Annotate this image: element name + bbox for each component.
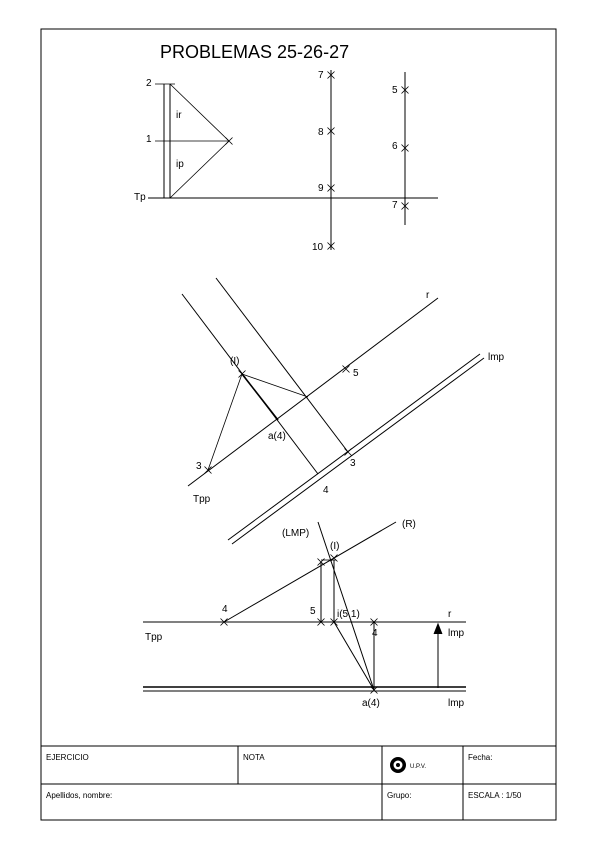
tb-apellidos: Apellidos, nombre: — [46, 791, 112, 800]
top-label-ip: ip — [176, 159, 184, 170]
tb-fecha: Fecha: — [468, 753, 492, 762]
cross-mark — [327, 127, 335, 135]
top-view: 2 1 Tp ir ip 7 8 9 10 5 6 7 — [134, 70, 438, 253]
cross-mark — [401, 202, 409, 210]
cross-mark — [327, 242, 335, 250]
bot-i51: i(5.1) — [337, 609, 360, 620]
middle-view: r lmp (I) 5 a(4) 3 3 4 Tpp — [181, 277, 505, 545]
top-label-1: 1 — [146, 134, 152, 145]
tb-upv: U.P.V. — [410, 764, 426, 770]
title-block: EJERCICIO NOTA U.P.V. Fecha: Apellidos, … — [41, 745, 556, 820]
cross-mark — [401, 144, 409, 152]
tb-escala: ESCALA : 1/50 — [468, 791, 522, 800]
bot-5: 5 — [310, 606, 316, 617]
cross-mark — [327, 71, 335, 79]
cross-mark — [238, 370, 246, 378]
cross-mark — [204, 466, 212, 474]
bot-I: (I) — [330, 541, 339, 552]
page-title: PROBLEMAS 25-26-27 — [160, 42, 349, 62]
bot-lmp-paren: (LMP) — [282, 528, 309, 539]
cross-mark — [327, 184, 335, 192]
bot-lmp: lmp — [448, 698, 465, 709]
tb-nota: NOTA — [243, 753, 265, 762]
right-label-6: 6 — [392, 141, 398, 152]
mid-4: 4 — [323, 485, 329, 496]
top-label-2: 2 — [146, 78, 152, 89]
bot-lmp-arrow: lmp — [448, 628, 465, 639]
cross-mark — [401, 86, 409, 94]
bot-a4: a(4) — [362, 698, 380, 709]
mid-label-10: 10 — [312, 242, 324, 253]
upv-logo — [390, 757, 406, 773]
cross-mark — [344, 448, 352, 456]
cross-mark — [370, 618, 378, 626]
cross-mark — [330, 554, 338, 562]
cross-mark — [317, 558, 325, 566]
bottom-view: (LMP) (R) (I) 4 5 i(5.1) r 4 lmp Tpp a(4… — [143, 519, 466, 709]
cross-marks — [204, 71, 409, 694]
mid-tpp: Tpp — [193, 494, 211, 505]
mid-3-right: 3 — [350, 458, 356, 469]
bot-R: (R) — [402, 519, 416, 530]
top-label-ir: ir — [176, 110, 182, 121]
mid-3-left: 3 — [196, 461, 202, 472]
tb-grupo: Grupo: — [387, 791, 411, 800]
mid-lmp: lmp — [488, 352, 505, 363]
cross-mark — [330, 618, 338, 626]
mid-label-8: 8 — [318, 127, 324, 138]
mid-label-9: 9 — [318, 183, 324, 194]
cross-mark — [317, 618, 325, 626]
mid-a4: a(4) — [268, 431, 286, 442]
mid-label-7: 7 — [318, 70, 324, 81]
bot-4-right: 4 — [372, 628, 378, 639]
cross-mark — [220, 618, 228, 626]
cross-mark — [225, 137, 233, 145]
top-label-tp: Tp — [134, 192, 146, 203]
bot-tpp: Tpp — [145, 632, 163, 643]
cross-mark — [370, 686, 378, 694]
bot-r: r — [448, 609, 452, 620]
sheet-border — [40, 28, 557, 821]
bot-4-left: 4 — [222, 604, 228, 615]
mid-I: (I) — [230, 356, 239, 367]
tb-ejercicio: EJERCICIO — [46, 753, 89, 762]
mid-5: 5 — [353, 368, 359, 379]
cross-mark — [342, 365, 350, 373]
mid-r: r — [426, 290, 430, 301]
right-label-7: 7 — [392, 200, 398, 211]
right-label-5: 5 — [392, 85, 398, 96]
